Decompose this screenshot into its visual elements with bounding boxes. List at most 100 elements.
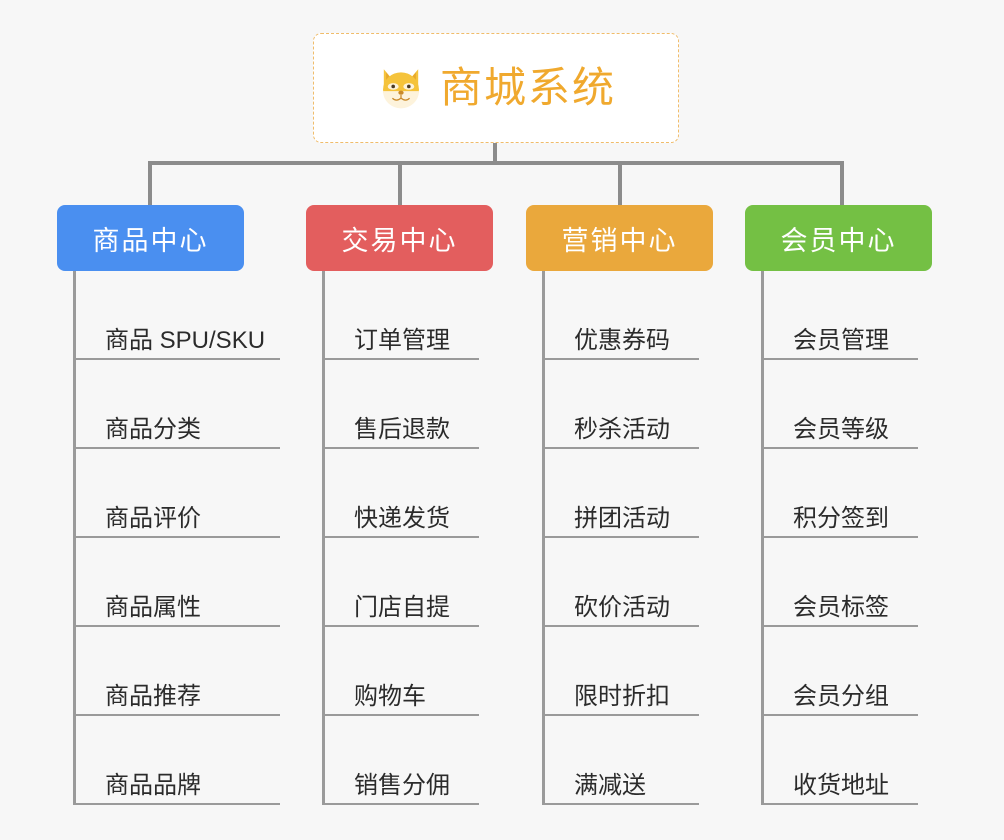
leaf-label: 砍价活动	[574, 593, 670, 621]
leaf-underline	[73, 358, 280, 360]
category-box-2[interactable]: 交易中心	[306, 205, 493, 271]
leaf-underline	[73, 447, 280, 449]
leaf-label: 商品推荐	[105, 682, 201, 710]
connector-root-stem	[493, 143, 497, 165]
leaf-list: 优惠券码秒杀活动拼团活动砍价活动限时折扣满减送	[526, 271, 713, 805]
leaf-label: 拼团活动	[574, 504, 670, 532]
leaf-item[interactable]: 商品评价	[57, 449, 280, 538]
category-label: 交易中心	[341, 225, 458, 256]
category-box-4[interactable]: 会员中心	[745, 205, 932, 271]
leaf-underline	[761, 714, 918, 716]
leaf-item[interactable]: 收货地址	[745, 716, 932, 805]
branch-column-3: 营销中心优惠券码秒杀活动拼团活动砍价活动限时折扣满减送	[526, 205, 713, 805]
leaf-label: 商品 SPU/SKU	[105, 326, 266, 354]
leaf-underline	[322, 358, 479, 360]
leaf-label: 销售分佣	[354, 771, 450, 799]
leaf-item[interactable]: 商品品牌	[57, 716, 280, 805]
leaf-label: 优惠券码	[574, 326, 670, 354]
leaf-item[interactable]: 商品分类	[57, 360, 280, 449]
leaf-item[interactable]: 秒杀活动	[526, 360, 713, 449]
connector-drop-2	[398, 161, 402, 205]
branch-spine	[542, 271, 545, 805]
leaf-label: 门店自提	[354, 593, 450, 621]
leaf-underline	[73, 714, 280, 716]
leaf-item[interactable]: 会员管理	[745, 271, 932, 360]
leaf-underline	[73, 536, 280, 538]
leaf-item[interactable]: 会员等级	[745, 360, 932, 449]
leaf-underline	[322, 536, 479, 538]
branch-column-4: 会员中心会员管理会员等级积分签到会员标签会员分组收货地址	[745, 205, 932, 805]
leaf-underline	[542, 714, 699, 716]
leaf-label: 商品评价	[105, 504, 201, 532]
connector-drop-4	[840, 161, 844, 205]
leaf-item[interactable]: 门店自提	[306, 538, 493, 627]
leaf-label: 会员分组	[793, 682, 889, 710]
leaf-list: 会员管理会员等级积分签到会员标签会员分组收货地址	[745, 271, 932, 805]
leaf-item[interactable]: 积分签到	[745, 449, 932, 538]
leaf-underline	[73, 803, 280, 805]
leaf-label: 积分签到	[793, 504, 889, 532]
leaf-underline	[542, 536, 699, 538]
leaf-item[interactable]: 售后退款	[306, 360, 493, 449]
leaf-underline	[761, 803, 918, 805]
connector-horizontal-bus	[148, 161, 844, 165]
root-node[interactable]: 商城系统	[313, 33, 679, 143]
leaf-underline	[542, 625, 699, 627]
leaf-label: 秒杀活动	[574, 415, 670, 443]
category-box-1[interactable]: 商品中心	[57, 205, 244, 271]
leaf-label: 满减送	[574, 771, 646, 799]
leaf-label: 限时折扣	[574, 682, 670, 710]
leaf-label: 会员管理	[793, 326, 889, 354]
leaf-label: 快递发货	[354, 504, 450, 532]
leaf-item[interactable]: 满减送	[526, 716, 713, 805]
leaf-item[interactable]: 优惠券码	[526, 271, 713, 360]
leaf-label: 售后退款	[354, 415, 450, 443]
leaf-underline	[542, 447, 699, 449]
branch-spine	[761, 271, 764, 805]
leaf-underline	[761, 358, 918, 360]
leaf-label: 订单管理	[354, 326, 450, 354]
root-title: 商城系统	[439, 64, 616, 111]
branch-spine	[322, 271, 325, 805]
leaf-item[interactable]: 商品属性	[57, 538, 280, 627]
leaf-label: 商品品牌	[105, 771, 201, 799]
leaf-underline	[761, 625, 918, 627]
branch-column-2: 交易中心订单管理售后退款快递发货门店自提购物车销售分佣	[306, 205, 493, 805]
leaf-underline	[322, 803, 479, 805]
leaf-underline	[73, 625, 280, 627]
leaf-underline	[542, 803, 699, 805]
leaf-underline	[542, 358, 699, 360]
leaf-item[interactable]: 商品 SPU/SKU	[57, 271, 280, 360]
connector-drop-1	[148, 161, 152, 205]
leaf-item[interactable]: 会员分组	[745, 627, 932, 716]
leaf-item[interactable]: 商品推荐	[57, 627, 280, 716]
leaf-item[interactable]: 销售分佣	[306, 716, 493, 805]
leaf-item[interactable]: 会员标签	[745, 538, 932, 627]
leaf-label: 收货地址	[793, 771, 889, 799]
leaf-list: 订单管理售后退款快递发货门店自提购物车销售分佣	[306, 271, 493, 805]
category-box-3[interactable]: 营销中心	[526, 205, 713, 271]
category-label: 会员中心	[780, 225, 897, 256]
category-label: 商品中心	[92, 225, 209, 256]
leaf-underline	[322, 447, 479, 449]
branch-spine	[73, 271, 76, 805]
leaf-item[interactable]: 快递发货	[306, 449, 493, 538]
leaf-underline	[322, 625, 479, 627]
leaf-item[interactable]: 购物车	[306, 627, 493, 716]
leaf-item[interactable]: 限时折扣	[526, 627, 713, 716]
leaf-underline	[761, 536, 918, 538]
leaf-label: 商品属性	[105, 593, 201, 621]
leaf-underline	[322, 714, 479, 716]
leaf-label: 会员标签	[793, 593, 889, 621]
leaf-label: 会员等级	[793, 415, 889, 443]
leaf-label: 购物车	[354, 682, 426, 710]
leaf-item[interactable]: 拼团活动	[526, 449, 713, 538]
leaf-list: 商品 SPU/SKU 商品分类商品评价商品属性商品推荐商品品牌	[57, 271, 280, 805]
leaf-item[interactable]: 砍价活动	[526, 538, 713, 627]
branch-column-1: 商品中心商品 SPU/SKU 商品分类商品评价商品属性商品推荐商品品牌	[57, 205, 280, 805]
category-label: 营销中心	[561, 225, 678, 256]
connector-drop-3	[618, 161, 622, 205]
leaf-item[interactable]: 订单管理	[306, 271, 493, 360]
leaf-label: 商品分类	[105, 415, 201, 443]
